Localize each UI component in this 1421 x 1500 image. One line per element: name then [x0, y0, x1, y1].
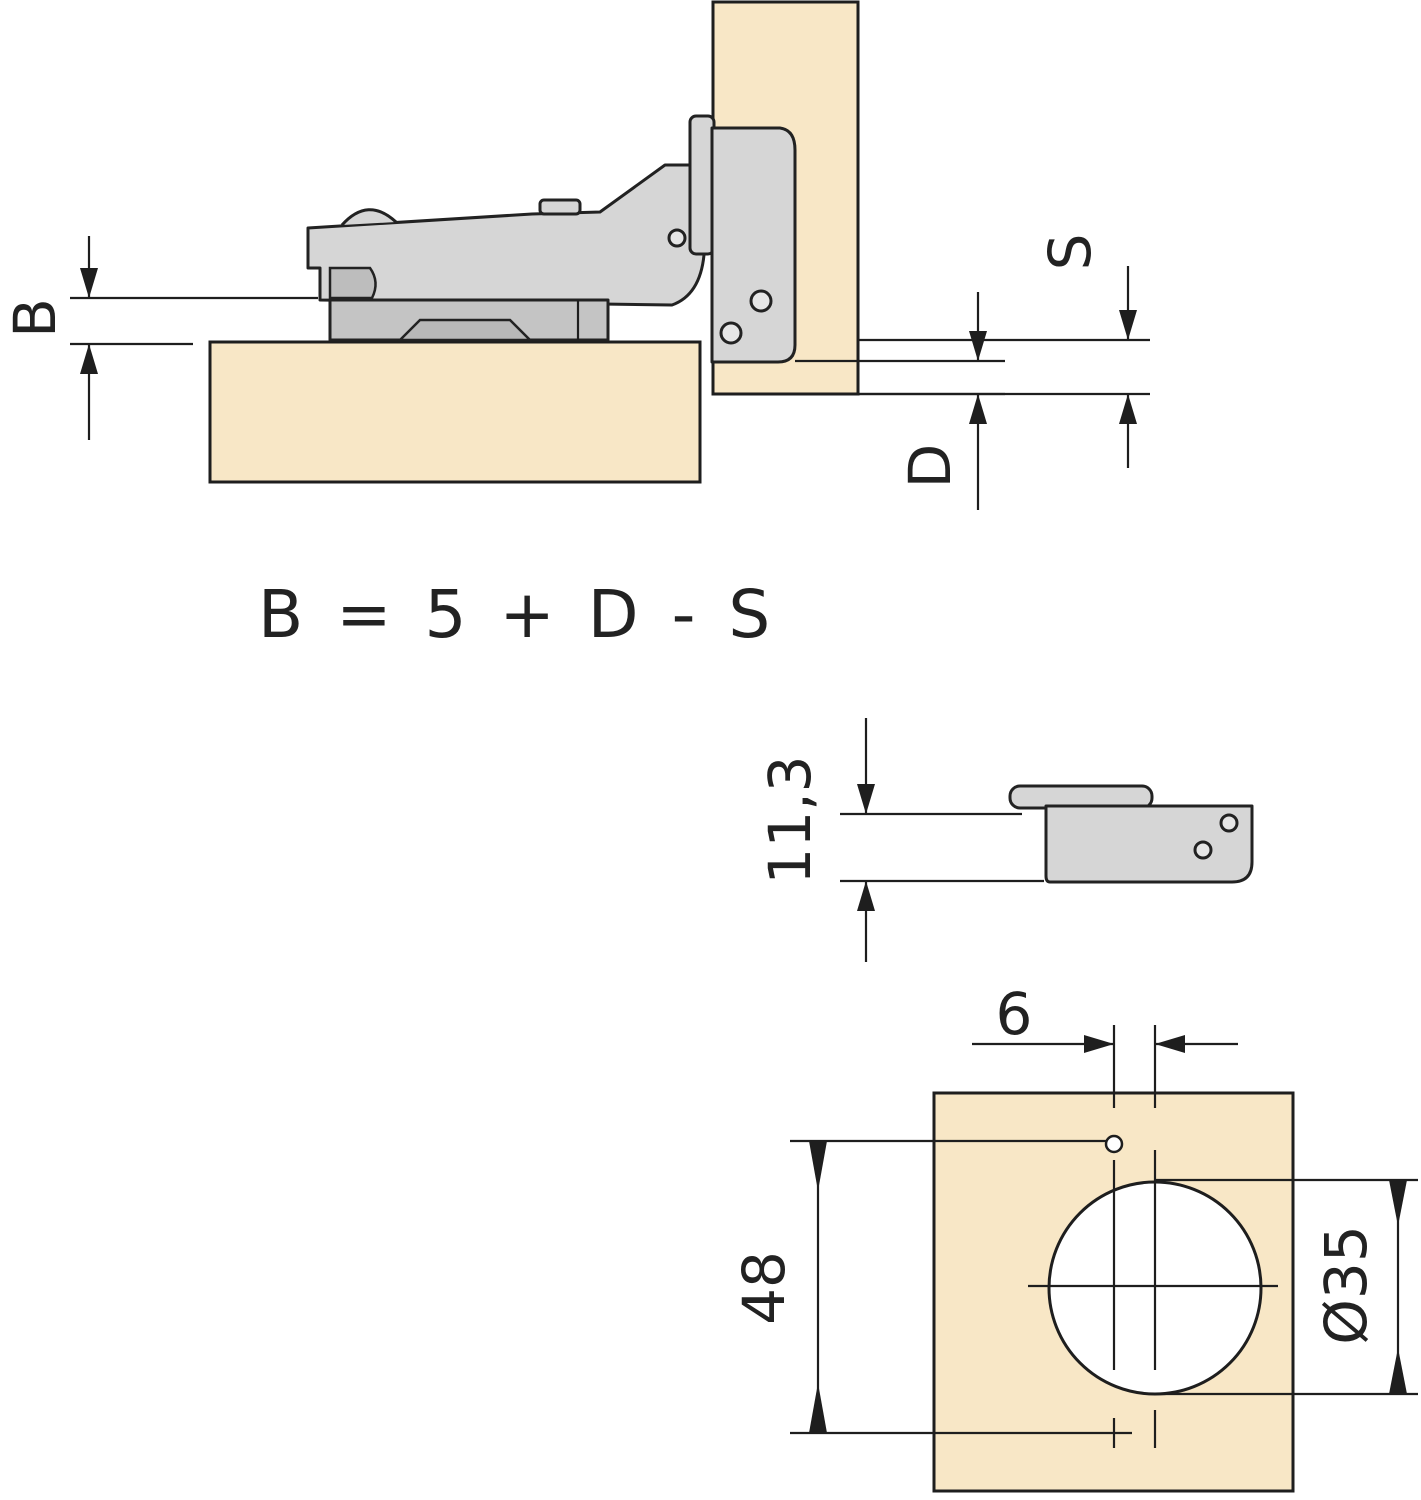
hinge-plate-recess: [396, 318, 534, 342]
label-distance: 6: [996, 980, 1033, 1048]
drilling-pattern-view: 6 48 Ø35: [730, 980, 1418, 1493]
label-diameter: Ø35: [1312, 1225, 1380, 1344]
plate-body: [1044, 804, 1254, 884]
cabinet-side-panel: [208, 340, 702, 484]
label-height: 48: [730, 1251, 798, 1325]
dimension-b: B: [1, 236, 318, 440]
hinge-cup: [710, 126, 797, 364]
adjust-screw-head: [538, 198, 582, 216]
mounting-plate-view: 11,3: [756, 718, 1254, 962]
arm-slot: [328, 266, 377, 300]
label-b: B: [1, 298, 69, 338]
pilot-hole: [1104, 1134, 1124, 1154]
cup-screw-hole-2: [749, 289, 773, 313]
hinge-installed-view: [208, 0, 860, 484]
label-s: S: [1036, 234, 1104, 271]
dimension-d: D: [795, 292, 1005, 510]
cup-screw-hole-1: [667, 228, 687, 248]
plate-hole-1: [1219, 813, 1239, 833]
adjust-screw-knob: [340, 208, 398, 227]
hinge-cup-flange: [688, 114, 716, 256]
cup-screw-hole-3: [719, 321, 743, 345]
plate-hole-2: [1193, 840, 1213, 860]
dimension-s: S: [858, 234, 1150, 468]
label-plate-height: 11,3: [756, 755, 824, 884]
label-d: D: [896, 444, 964, 489]
formula-text: B = 5 + D - S: [258, 576, 776, 653]
